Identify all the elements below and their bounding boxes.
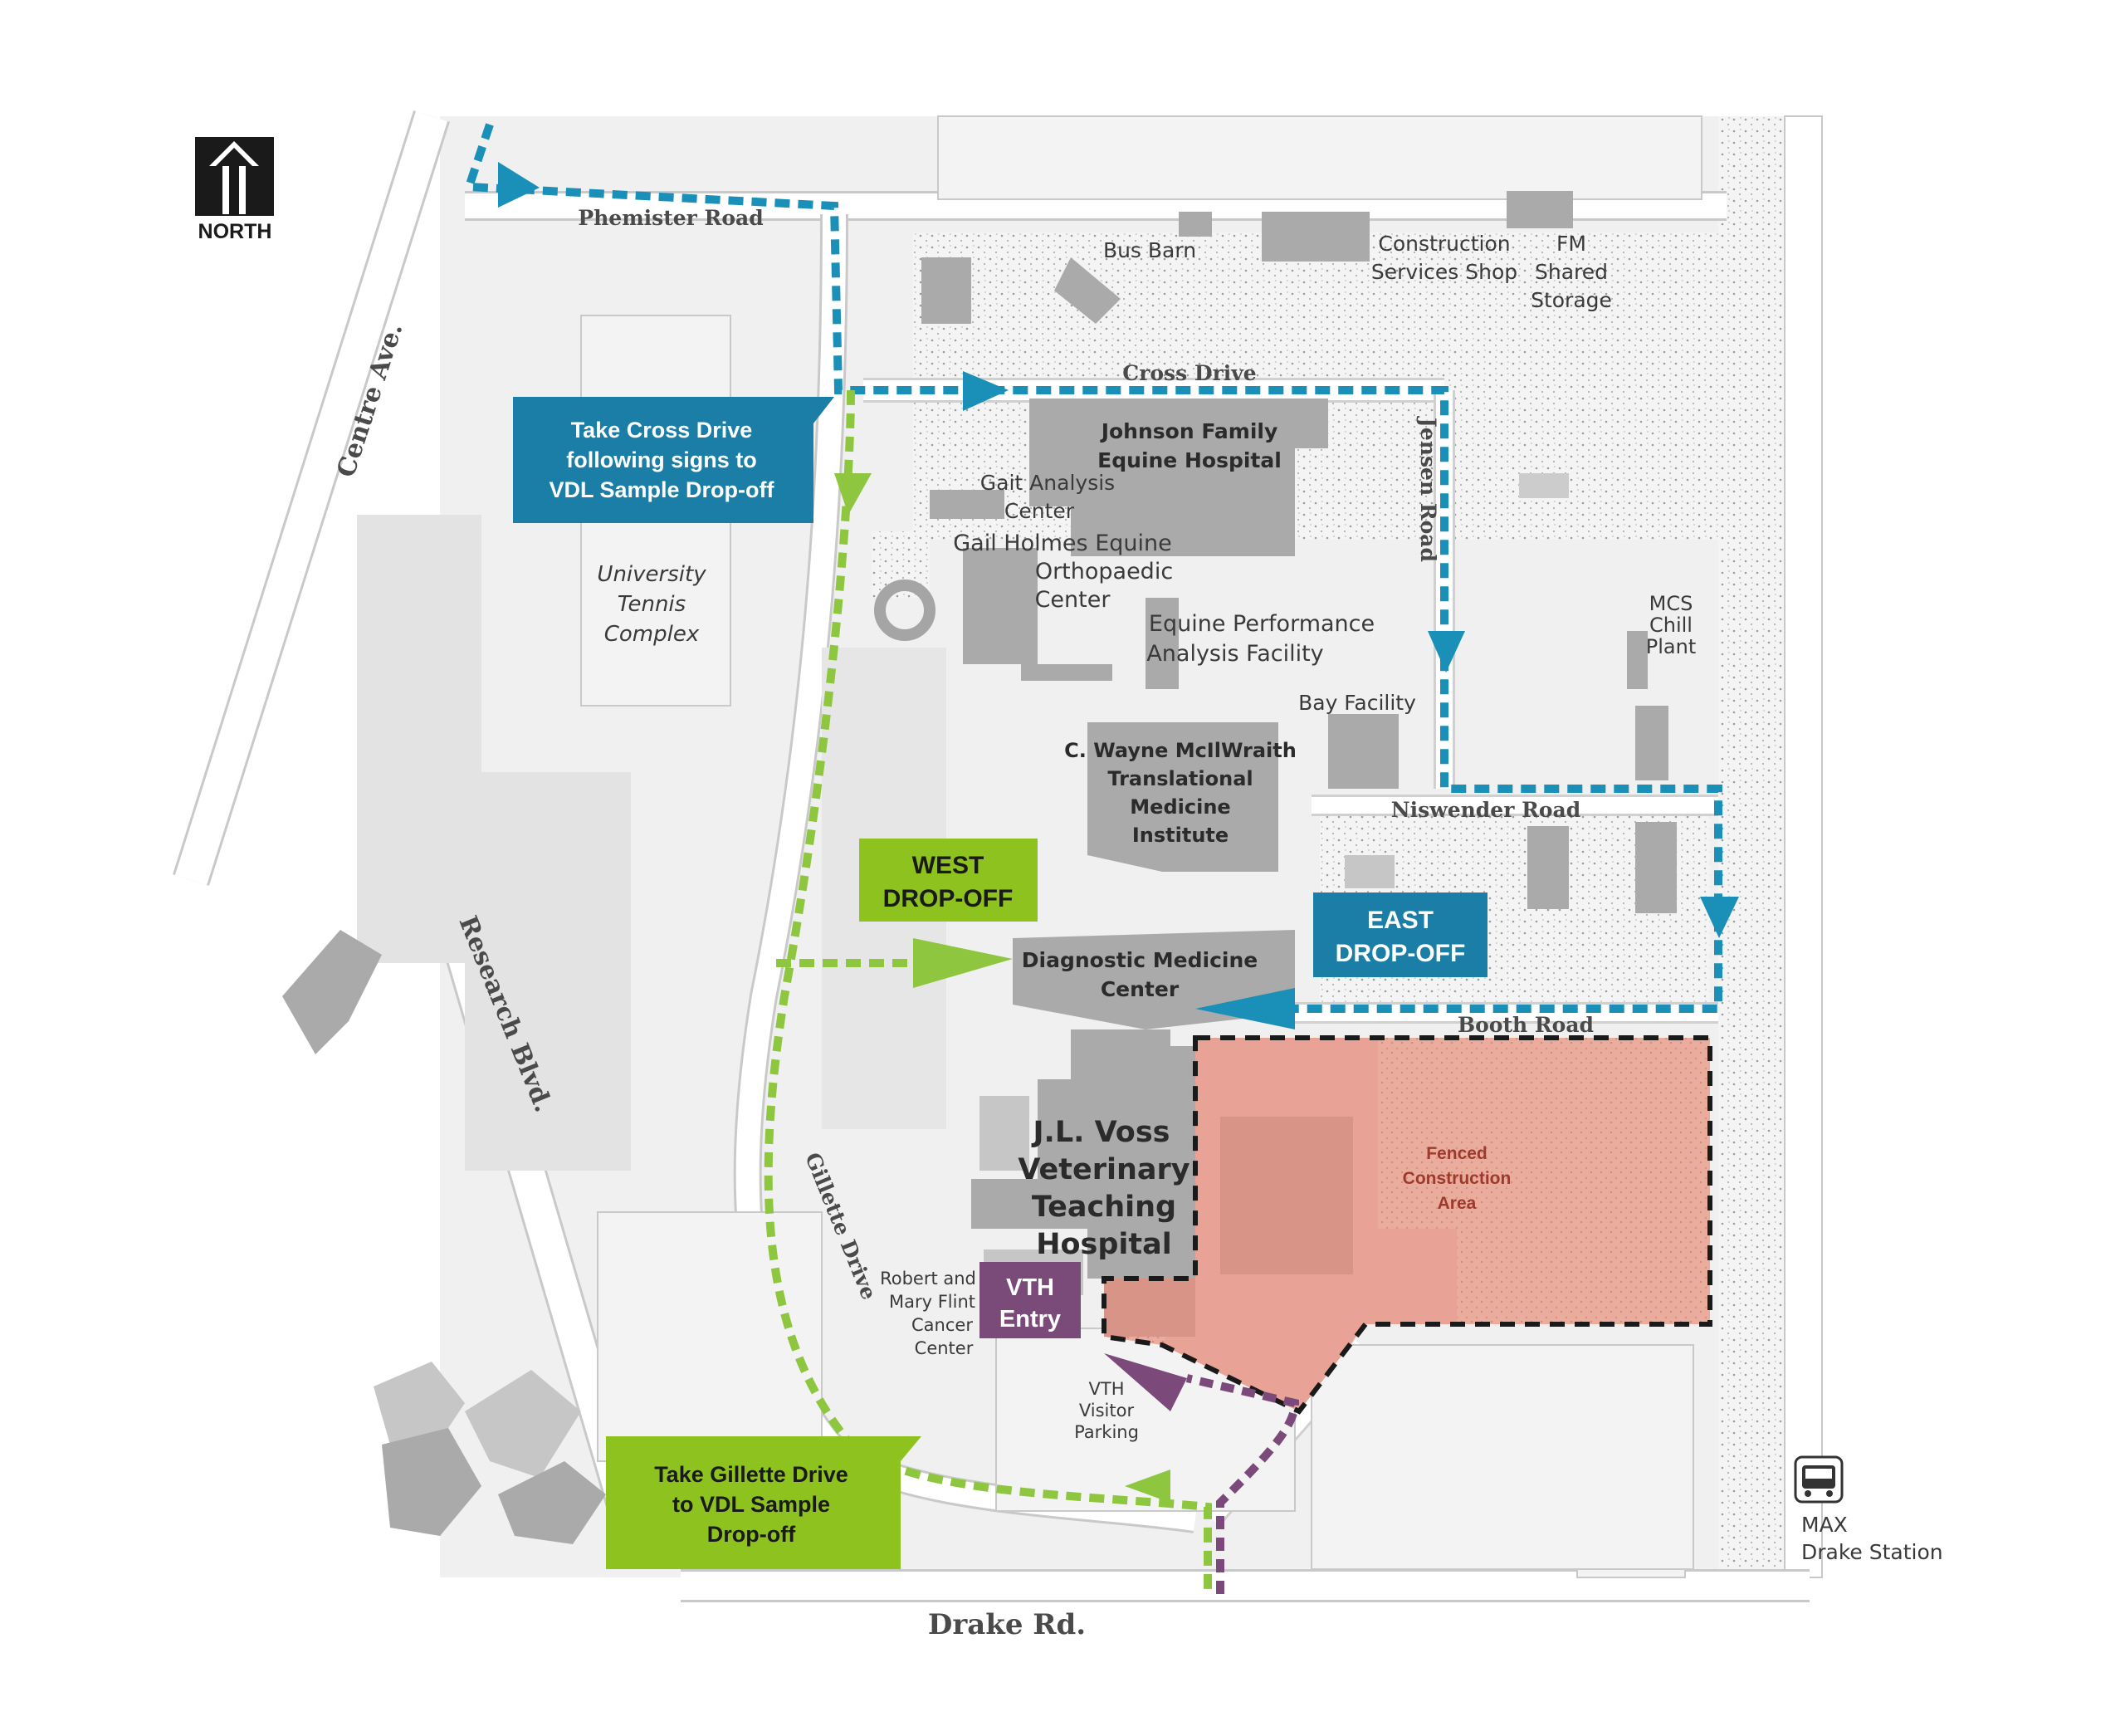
callout-west-dropoff: WEST DROP-OFF (859, 839, 1038, 922)
bay-facility-label: Bay Facility (1298, 691, 1416, 715)
fenced-construction-area: Fenced Construction Area (1102, 1035, 1712, 1415)
fm-label-1: FM (1556, 232, 1586, 256)
vth-parking-label-2: Visitor (1079, 1401, 1135, 1421)
callout-cross-2: following signs to (566, 447, 756, 472)
building-research-west (282, 930, 382, 1054)
tennis-label-1: University (597, 562, 706, 587)
building-labels: Bus Barn Construction Services Shop FM S… (597, 232, 1942, 1564)
booth-label: Booth Road (1458, 1013, 1594, 1037)
bus-icon (1794, 1455, 1844, 1504)
diagnostic-label-2: Center (1101, 977, 1180, 1001)
mcilwraith-label-3: Medicine (1130, 795, 1230, 819)
mcs-label-3: Plant (1646, 635, 1696, 658)
mcs-label-1: MCS (1649, 592, 1693, 615)
bus-barn-building (1054, 257, 1121, 324)
flint-label-2: Mary Flint (889, 1292, 975, 1312)
callout-west-2: DROP-OFF (883, 885, 1014, 912)
gait-label-2: Center (1004, 499, 1075, 523)
gail-holmes-label-1: Gail Holmes Equine (953, 531, 1171, 556)
callout-gillette-drive: Take Gillette Drive to VDL Sample Drop-o… (606, 1436, 921, 1569)
jensen-label: Jensen Road (1416, 416, 1440, 562)
callout-vth-2: Entry (999, 1306, 1061, 1333)
mcs-label-2: Chill (1649, 614, 1693, 637)
green-arrow-north (834, 473, 872, 515)
bay-facility-building (1328, 714, 1399, 789)
gail-holmes-label-3: Center (1035, 587, 1111, 613)
voss-label-4: Hospital (1036, 1228, 1172, 1261)
callout-east-2: DROP-OFF (1336, 940, 1466, 967)
fenced-label-1: Fenced (1426, 1144, 1488, 1163)
vth-parking-label-3: Parking (1074, 1422, 1139, 1442)
mcilwraith-label-1: C. Wayne McIlWraith (1064, 739, 1297, 762)
voss-label-1: J.L. Voss (1032, 1116, 1170, 1149)
cross-drive-label: Cross Drive (1122, 361, 1256, 385)
blue-arrows (498, 162, 1739, 1029)
flint-label-1: Robert and (880, 1269, 976, 1289)
fenced-label-3: Area (1438, 1194, 1477, 1213)
blue-arrow-booth (1195, 988, 1295, 1029)
green-arrows (834, 473, 1170, 1503)
construction-shop-label-2: Services Shop (1371, 260, 1517, 284)
blue-arrow-phemister (498, 162, 540, 208)
bus-barn-label: Bus Barn (1103, 238, 1196, 262)
callout-west-1: WEST (912, 852, 984, 879)
callout-east-1: EAST (1367, 907, 1434, 934)
mcilwraith-label-4: Institute (1132, 824, 1229, 847)
voss-label-2: Veterinary (1018, 1153, 1190, 1186)
callout-gillette-1: Take Gillette Drive (654, 1462, 848, 1487)
tennis-label-3: Complex (604, 622, 700, 647)
mcilwraith-building (1087, 722, 1278, 872)
gail-holmes-label-2: Orthopaedic (1035, 559, 1173, 584)
vth-parking-label-1: VTH (1089, 1379, 1125, 1399)
equine-perf-label-2: Analysis Facility (1146, 641, 1323, 667)
fenced-label-2: Construction (1403, 1169, 1512, 1188)
north-label: NORTH (198, 220, 272, 243)
blue-arrow-cross (963, 371, 1009, 411)
purple-arrow-vth (1104, 1353, 1187, 1411)
max-label-1: MAX (1801, 1513, 1848, 1537)
niswender-label: Niswender Road (1391, 798, 1580, 822)
johnson-label-2: Equine Hospital (1097, 448, 1282, 472)
callout-vth-1: VTH (1006, 1274, 1054, 1301)
callout-cross-drive: Take Cross Drive following signs to VDL … (513, 397, 834, 523)
callout-east-dropoff: EAST DROP-OFF (1313, 892, 1488, 977)
fm-label-2: Shared (1535, 260, 1608, 284)
fm-storage-building (1507, 191, 1573, 228)
johnson-family-building (1029, 399, 1328, 556)
johnson-label-1: Johnson Family (1100, 419, 1278, 443)
north-arrow-icon: NORTH (195, 137, 274, 243)
phemister-label: Phemister Road (578, 206, 763, 230)
mcs-plant-building (1635, 706, 1668, 780)
construction-shop-building (1262, 212, 1370, 262)
green-arrow-gillette (1125, 1469, 1170, 1503)
diagnostic-label-1: Diagnostic Medicine (1022, 948, 1258, 972)
gail-holmes-building (963, 548, 1112, 681)
max-label-2: Drake Station (1801, 1540, 1943, 1564)
construction-shop-label-1: Construction (1378, 232, 1510, 256)
blue-route (463, 123, 1722, 1013)
blue-arrow-niswender (1700, 897, 1739, 938)
voss-hospital-building (971, 1029, 1199, 1279)
callout-gillette-3: Drop-off (707, 1522, 796, 1547)
voss-label-3: Teaching (1032, 1191, 1176, 1224)
gait-label-1: Gait Analysis (980, 471, 1115, 495)
mcilwraith-label-2: Translational (1107, 767, 1253, 790)
green-route (764, 389, 1212, 1594)
callout-vth-entry: VTH Entry (979, 1262, 1081, 1338)
flint-label-4: Center (915, 1338, 974, 1358)
equine-perf-label-1: Equine Performance (1149, 611, 1375, 637)
tennis-label-2: Tennis (618, 592, 686, 617)
callout-gillette-2: to VDL Sample (672, 1492, 830, 1517)
flint-label-3: Cancer (911, 1315, 973, 1335)
callout-cross-1: Take Cross Drive (571, 418, 753, 443)
drake-label: Drake Rd. (928, 1608, 1086, 1641)
blue-arrow-jensen (1428, 631, 1465, 672)
green-arrow-west-dropoff (913, 938, 1013, 988)
callout-cross-3: VDL Sample Drop-off (549, 477, 774, 502)
fm-label-3: Storage (1531, 288, 1612, 312)
